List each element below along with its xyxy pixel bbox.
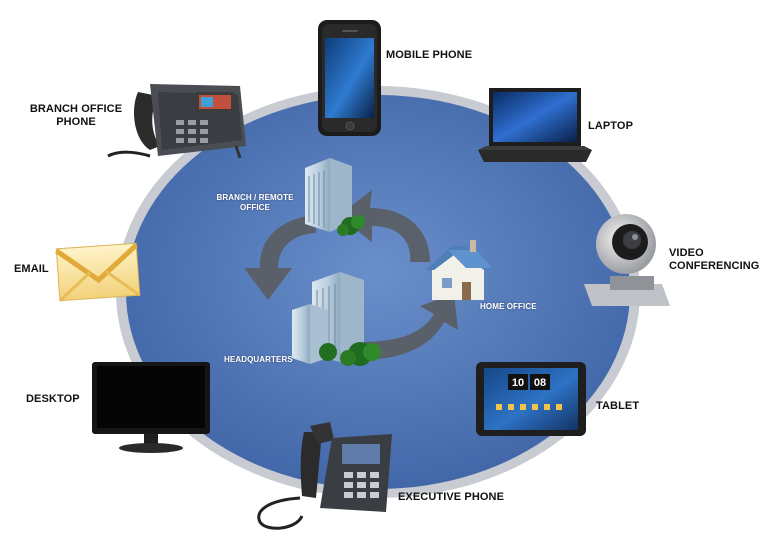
video-camera-icon [584,214,670,306]
laptop-icon [478,88,592,162]
monitor-icon [92,362,210,453]
label-mobile-phone: MOBILE PHONE [386,49,473,61]
label-branch-office-phone-line2: PHONE [56,116,96,128]
label-branch-remote-office-line2: OFFICE [240,203,270,212]
envelope-icon [55,242,141,302]
label-video-conferencing: VIDEO CONFERENCING [669,247,759,273]
label-home-office: HOME OFFICE [480,302,537,311]
tablet-clock-hours: 10 [512,377,524,389]
building-icon [292,272,381,366]
label-laptop: LAPTOP [588,120,634,132]
desk-phone-icon [107,84,246,159]
tablet-icon [476,362,586,436]
label-email: EMAIL [14,263,49,275]
mobile-phone-icon [318,20,381,136]
label-video-conferencing-line2: CONFERENCING [669,260,760,272]
label-branch-remote-office-line1: BRANCH / REMOTE [216,193,294,202]
label-video-conferencing-line1: VIDEO [669,247,704,259]
label-branch-office-phone: BRANCH OFFICE PHONE [20,103,132,129]
executive-phone-icon [257,422,392,530]
house-icon [426,240,492,300]
label-executive-phone: EXECUTIVE PHONE [398,491,505,503]
building-icon [305,158,365,236]
label-branch-remote-office: BRANCH / REMOTE OFFICE [202,193,308,213]
label-tablet: TABLET [596,400,640,412]
label-headquarters: HEADQUARTERS [224,355,293,364]
circular-arrows-icon [244,190,458,360]
label-desktop: DESKTOP [26,393,80,405]
label-branch-office-phone-line1: BRANCH OFFICE [29,103,123,115]
tablet-clock-minutes: 08 [534,377,546,389]
